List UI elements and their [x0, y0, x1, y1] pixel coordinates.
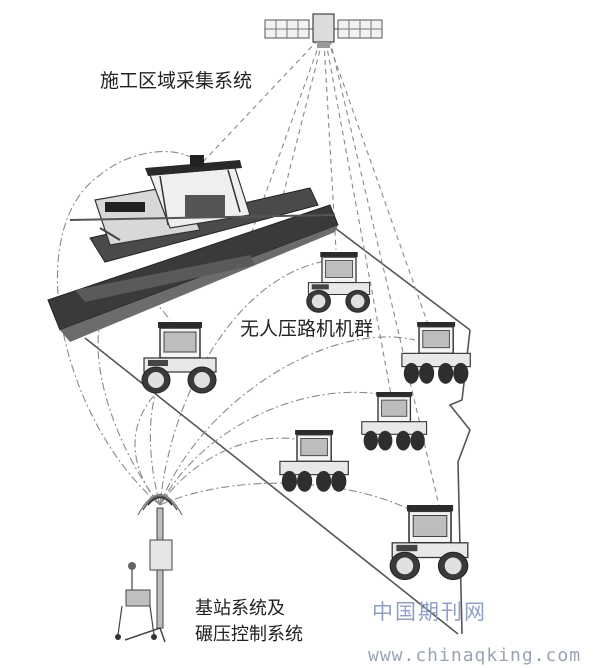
roller-unit [306, 251, 371, 313]
roller-unit [279, 429, 350, 493]
roller-unit [141, 321, 217, 394]
construction-area-label: 施工区域采集系统 [100, 70, 253, 92]
watermark-site-name: 中国期刊网 [372, 600, 487, 624]
base-station-label: 基站系统及 碾压控制系统 [195, 596, 303, 648]
roller-unit [389, 504, 469, 581]
roller-unit [361, 391, 428, 452]
watermark-url[interactable]: www.chinaqking.com [368, 645, 582, 666]
roller-fleet-label: 无人压路机机群 [240, 318, 374, 340]
satellite-icon [264, 13, 383, 48]
base-station-tower [115, 494, 183, 643]
base-station-label-line1: 基站系统及 [195, 598, 285, 619]
paver-machine [47, 155, 339, 342]
roller-unit [401, 321, 472, 385]
base-station-label-line2: 碾压控制系统 [195, 624, 303, 645]
